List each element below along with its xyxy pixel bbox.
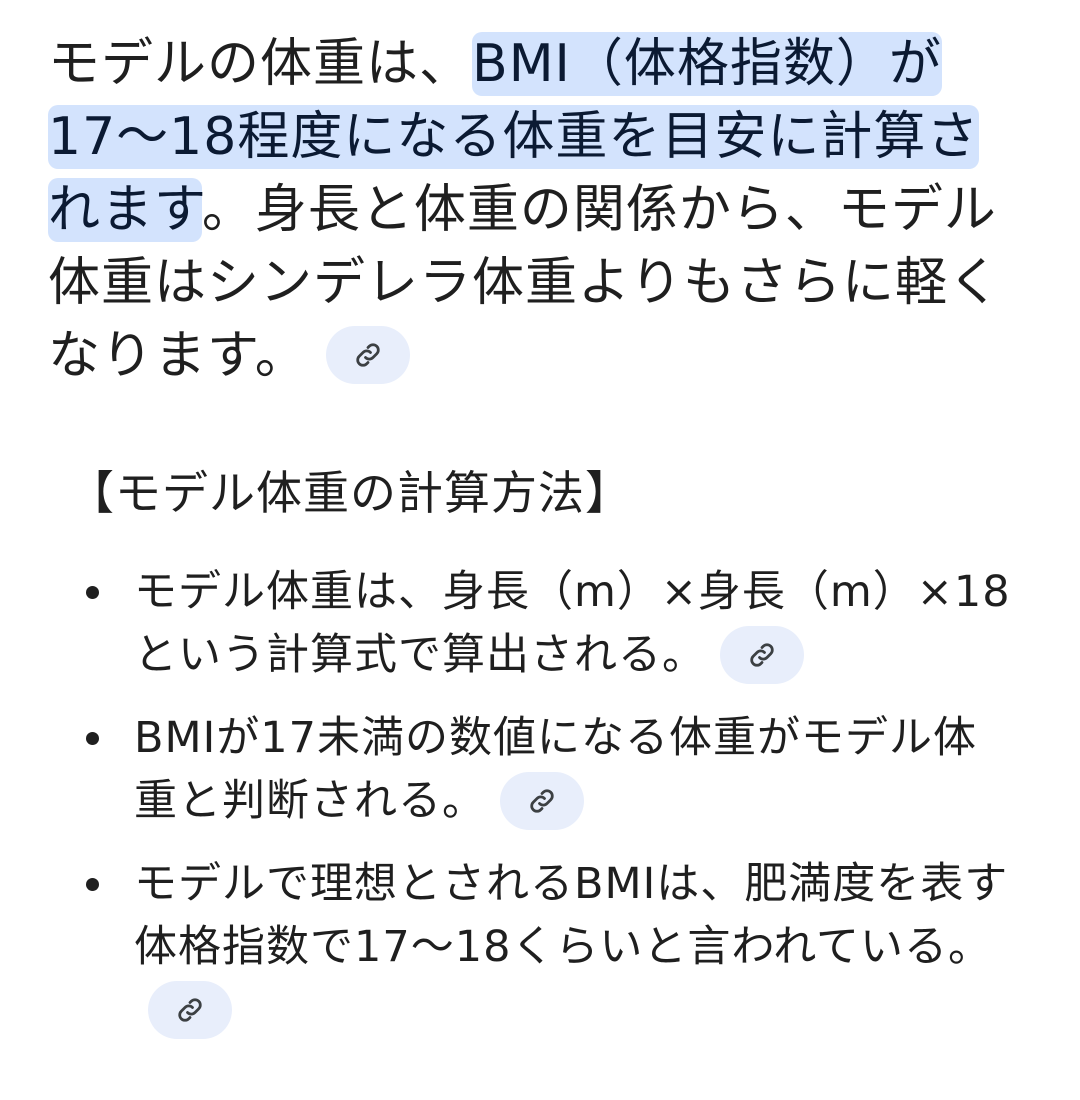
bullet-dot [86, 878, 99, 891]
intro-paragraph: モデルの体重は、BMI（体格指数）が17〜18程度になる体重を目安に計算されます… [48, 28, 1018, 393]
source-link-chip[interactable] [148, 980, 232, 1039]
link-icon [750, 642, 774, 667]
intro-text-before: モデルの体重は、 [48, 34, 473, 94]
list-item: モデルで理想とされるBMIは、肥満度を表す体格指数で17〜18くらいと言われてい… [48, 853, 1018, 1042]
source-link-chip[interactable] [325, 326, 410, 384]
section-heading: 【モデル体重の計算方法】 [68, 466, 632, 520]
list-item: モデル体重は、身長（m）×身長（m）×18という計算式で算出される。 [48, 561, 1018, 687]
source-link-chip[interactable] [500, 771, 584, 830]
bullet-dot [86, 732, 99, 745]
link-icon [356, 343, 380, 367]
link-icon [178, 997, 202, 1022]
list-item-text: モデル体重は、身長（m）×身長（m）×18という計算式で算出される。 [134, 567, 1011, 680]
list-item: BMIが17未満の数値になる体重がモデル体重と判断される。 [48, 707, 1018, 833]
bullet-dot [86, 586, 99, 599]
intro-text-after: 。身長と体重の関係から、モデル体重はシンデレラ体重よりもさらに軽くなります。 [48, 180, 1001, 386]
source-link-chip[interactable] [720, 625, 804, 684]
list-item-text: BMIが17未満の数値になる体重がモデル体重と判断される。 [134, 713, 977, 826]
list-item-text: モデルで理想とされるBMIは、肥満度を表す体格指数で17〜18くらいと言われてい… [134, 859, 1009, 972]
link-icon [530, 788, 554, 813]
response-content: モデルの体重は、BMI（体格指数）が17〜18程度になる体重を目安に計算されます… [48, 28, 1018, 1062]
bullet-list: モデル体重は、身長（m）×身長（m）×18という計算式で算出される。 BMIが1… [48, 561, 1018, 1042]
